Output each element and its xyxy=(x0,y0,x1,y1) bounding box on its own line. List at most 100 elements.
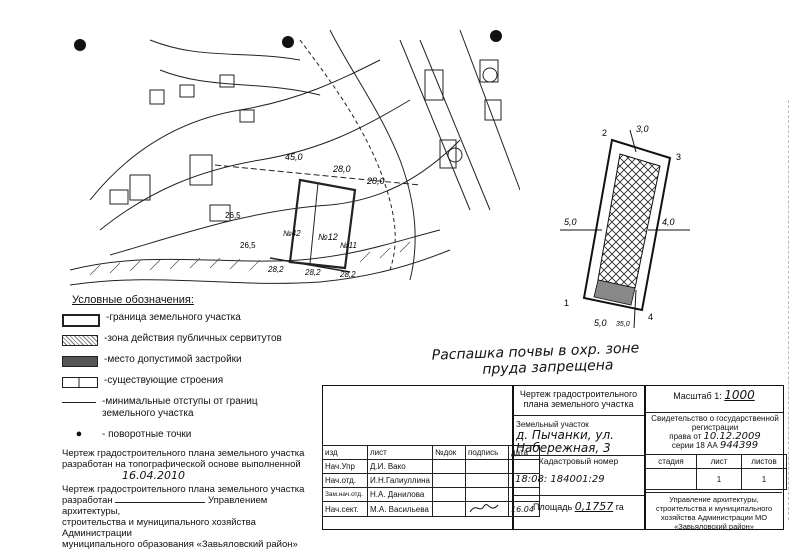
prepared-by-line1: Чертеж градостроительного плана земельно… xyxy=(62,484,305,495)
plot-info: Земельный участок д. Пычанки, ул. Набере… xyxy=(516,420,644,455)
legend-symbol xyxy=(62,314,100,327)
role-cell: Нач.отд. xyxy=(322,473,368,488)
sign-date: 16.04 xyxy=(508,501,540,517)
stage-value xyxy=(645,468,697,490)
dim-label: 28,2 xyxy=(304,268,321,277)
dim-label: 4,0 xyxy=(662,217,675,227)
plot-label: Земельный участок xyxy=(516,420,589,429)
elevation-label: 26,5 xyxy=(240,241,256,250)
approval-row: Нач.отд. И.Н.Галиуллина xyxy=(322,473,540,488)
legend-symbol xyxy=(62,356,98,367)
cadastral-number: 18:08: 184001:29 xyxy=(515,474,605,485)
topographic-map: 45,0 28,0 28,0 №12 №42 №11 28,2 28,2 28,… xyxy=(69,29,520,286)
cadastral-label: Кадастровый номер xyxy=(538,456,619,466)
drawing-title-text: Чертеж градостроительного плана земельно… xyxy=(519,389,638,409)
prepared-by-prefix: разработан xyxy=(62,495,113,506)
name-cell: И.Н.Галиуллина xyxy=(367,473,433,488)
page-edge-marks xyxy=(788,100,793,520)
legend-item-lot-boundary: -граница земельного участка xyxy=(62,312,241,327)
neighbor-label: №11 xyxy=(340,241,357,250)
survey-note-line2: разработан на топографической основе вып… xyxy=(62,459,301,470)
approval-header-row: изд лист №док подпись дата xyxy=(322,445,540,460)
col-header: №док xyxy=(432,445,466,460)
approval-row: Зам.нач.отд. Н.А. Данилова xyxy=(322,487,540,502)
name-cell: Д.И. Вако xyxy=(367,459,433,474)
cert-series: 944399 xyxy=(719,440,759,451)
legend-item-existing-buildings: -существующие строения xyxy=(62,375,223,388)
name-cell: Н.А. Данилова xyxy=(367,487,433,502)
scale-label: Масштаб 1: xyxy=(673,391,722,401)
col-header: изд xyxy=(322,445,368,460)
site-detail-drawing: 2 3 1 4 3,0 5,0 4,0 5,0 35,0 xyxy=(560,124,690,329)
legend-label: - поворотные точки xyxy=(102,429,192,440)
dim-label: 28,2 xyxy=(339,270,356,279)
legend-item-building-zone: -место допустимой застройки xyxy=(62,354,242,367)
role-cell: Нач.сект. xyxy=(322,501,368,517)
col-header: подпись xyxy=(465,445,509,460)
scale-value: 1000 xyxy=(724,388,755,402)
approval-row: Нач.Упр Д.И. Вако xyxy=(322,459,540,474)
sheets-total-value: 1 xyxy=(741,468,787,490)
certificate-block: Свидетельство о государственной регистра… xyxy=(648,414,782,451)
area-label: Площадь xyxy=(533,502,573,512)
point-number: 2 xyxy=(602,128,607,138)
role-cell: Нач.Упр xyxy=(322,459,368,474)
point-number: 3 xyxy=(676,152,681,162)
legend-label: -зона действия публичных сервитутов xyxy=(104,333,282,344)
point-number: 4 xyxy=(648,312,653,322)
certificate-text: Свидетельство о государственной регистра… xyxy=(651,414,779,432)
prepared-by-note: Чертеж градостроительного плана земельно… xyxy=(62,484,324,550)
cert-series-prefix: серии 18 АА xyxy=(671,441,718,450)
dim-label: 28,2 xyxy=(267,265,284,274)
legend-symbol xyxy=(62,335,98,346)
stage-table: стадия лист листов 1 1 xyxy=(645,454,787,490)
elevation-label: 26,5 xyxy=(225,211,241,220)
point-number: 1 xyxy=(564,298,569,308)
legend-label: -существующие строения xyxy=(104,375,224,386)
legend-symbol xyxy=(62,402,96,403)
area-unit: га xyxy=(615,502,624,512)
sheet-value: 1 xyxy=(696,468,742,490)
stage-value-row: 1 1 xyxy=(645,468,787,490)
legend-label: -граница земельного участка xyxy=(106,312,241,323)
survey-date: 16.04.2010 xyxy=(122,469,185,482)
corner-point-3 xyxy=(490,30,502,42)
cadastral-block: Кадастровый номер 18:08: 184001:29 xyxy=(513,455,644,485)
dim-label: 5,0 xyxy=(594,318,607,328)
prepared-by-org: Управлением архитектуры, xyxy=(62,495,268,517)
signature-scribble xyxy=(469,504,499,513)
dim-label: 35,0 xyxy=(616,321,630,328)
prepared-by-line4: муниципального образования «Завьяловский… xyxy=(62,539,298,550)
detail-note: Распашка почвы в охр. зоне пруда запреще… xyxy=(432,340,641,379)
legend-title: Условные обозначения: xyxy=(72,294,194,306)
name-cell: М.А. Васильева xyxy=(367,501,433,517)
organization-name: Управление архитектуры, строительства и … xyxy=(655,495,773,531)
drawing-title: Чертеж градостроительного плана земельно… xyxy=(513,386,644,416)
legend-label: -место допустимой застройки xyxy=(104,354,242,365)
cert-date-prefix: права от xyxy=(669,432,702,441)
neighbor-label: №42 xyxy=(283,229,301,238)
signature xyxy=(465,501,509,517)
area-block: Площадь 0,1757 га xyxy=(513,495,644,513)
area-value: 0,1757 xyxy=(574,500,614,513)
turning-point-icon: ● xyxy=(75,428,83,440)
prepared-by-line3: строительства и муниципального хозяйства… xyxy=(62,517,256,539)
organization-block: Управление архитектуры, строительства и … xyxy=(646,492,782,531)
stage-header: листов xyxy=(741,454,787,469)
stage-header: стадия xyxy=(645,454,697,469)
legend-item-easement-zone: -зона действия публичных сервитутов xyxy=(62,333,282,346)
stage-header: лист xyxy=(696,454,742,469)
survey-note: Чертеж градостроительного плана земельно… xyxy=(62,448,312,481)
dim-label: 28,0 xyxy=(366,176,385,186)
legend-label: -минимальные отступы от границ земельног… xyxy=(102,396,258,419)
approval-row: Нач.сект. М.А. Васильева 16.04 xyxy=(322,501,540,517)
plot-address: д. Пычанки, ул. Набережная, 3 xyxy=(516,428,614,455)
cert-date: 10.12.2009 xyxy=(703,431,761,442)
legend-item-setbacks: -минимальные отступы от границ земельног… xyxy=(62,396,292,420)
role-cell: Зам.нач.отд. xyxy=(322,487,368,502)
col-header: лист xyxy=(367,445,433,460)
lot-label: №12 xyxy=(318,232,338,242)
legend-item-turning-points: ● - поворотные точки xyxy=(62,428,192,441)
stage-header-row: стадия лист листов xyxy=(645,454,787,469)
corner-point-1 xyxy=(74,39,86,51)
